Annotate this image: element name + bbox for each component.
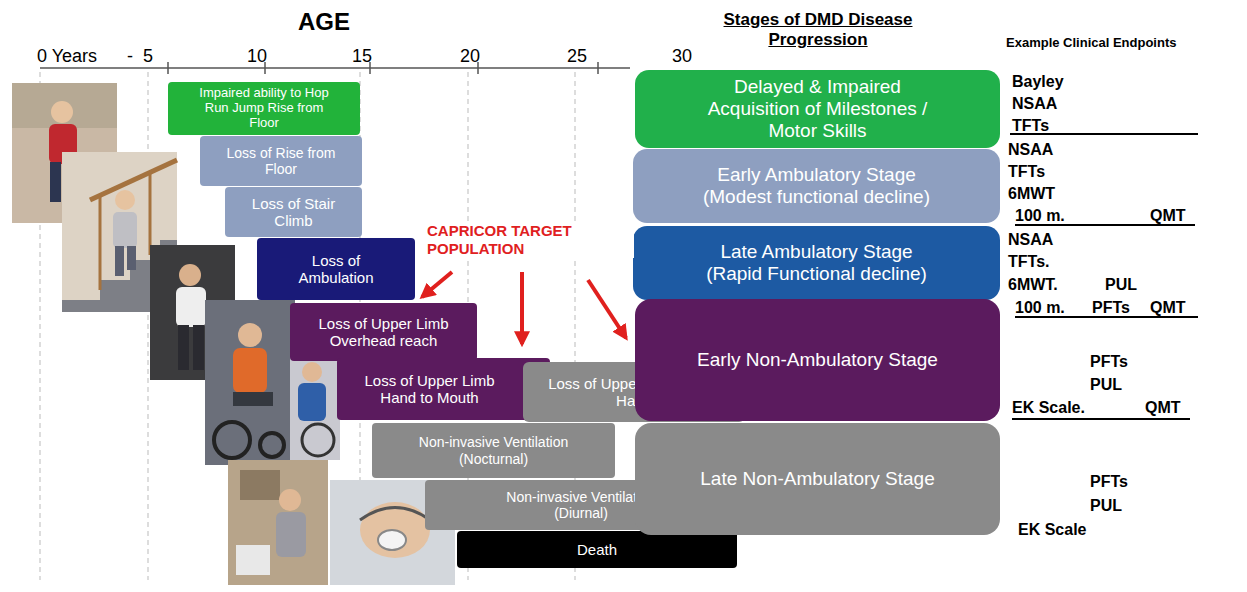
stage-box: Delayed & Impaired Acquisition of Milest… <box>635 70 1000 148</box>
endpoint-label: TFTs <box>1008 162 1045 181</box>
endpoint-label: QMT <box>1145 398 1181 417</box>
axis-tick-label: - <box>127 46 133 68</box>
axis-tick-label: 20 <box>460 46 480 68</box>
node-text: Loss of Rise from Floor <box>224 145 339 177</box>
callout-text: CAPRICOR TARGET POPULATION <box>425 222 634 258</box>
endpoint-label: QMT <box>1150 206 1186 225</box>
photo-wheelchair-boy <box>205 300 295 465</box>
endpoint-label: PUL <box>1105 275 1137 294</box>
endpoint-label: PFTs <box>1092 298 1130 317</box>
milestone-bar: Death <box>457 531 737 568</box>
node-text: Death <box>577 541 617 558</box>
axis-tick-label: 0 Years <box>37 46 97 68</box>
endpoint-label: TFTs. <box>1008 252 1049 271</box>
endpoint-label: PUL <box>1090 375 1122 394</box>
node-text: Late Ambulatory Stage (Rapid Functional … <box>692 241 942 285</box>
endpoint-label: EK Scale <box>1018 520 1086 539</box>
node-text: Loss of Upper Limb Hand to Mouth <box>350 372 510 407</box>
milestone-bar: Impaired ability to Hop Run Jump Rise fr… <box>168 82 360 135</box>
endpoint-label: 100 m. <box>1015 298 1065 317</box>
milestone-bar: Loss of Rise from Floor <box>200 136 362 186</box>
milestone-bar: Loss of Ambulation <box>257 238 415 300</box>
axis-title: AGE <box>298 8 350 37</box>
milestone-bar: Non-invasive Ventilation (Nocturnal) <box>372 423 615 478</box>
endpoint-label: 6MWT. <box>1008 275 1058 294</box>
stage-box: Late Non-Ambulatory Stage <box>635 423 1000 535</box>
photo-wheelchair-user <box>290 345 340 460</box>
photo-ventilation-seated <box>228 460 328 585</box>
axis-tick-label: 30 <box>672 46 692 68</box>
column-heading: Example Clinical Endpoints <box>1006 35 1176 51</box>
stage-box: Early Non-Ambulatory Stage <box>635 299 1000 421</box>
node-text: Early Ambulatory Stage (Modest functiona… <box>684 164 949 208</box>
node-text: Delayed & Impaired Acquisition of Milest… <box>690 76 945 142</box>
node-text: Early Non-Ambulatory Stage <box>697 349 938 371</box>
stage-box: Early Ambulatory Stage (Modest functiona… <box>633 149 1000 223</box>
endpoint-label: QMT <box>1150 298 1186 317</box>
endpoint-label: NSAA <box>1012 94 1057 113</box>
node-text: Loss of Upper Limb Overhead reach <box>301 315 466 350</box>
endpoint-label: NSAA <box>1008 140 1053 159</box>
node-text: Impaired ability to Hop Run Jump Rise fr… <box>197 86 332 131</box>
endpoint-label: PUL <box>1090 496 1122 515</box>
node-text: Loss of Ambulation <box>286 252 386 287</box>
node-text: Late Non-Ambulatory Stage <box>700 468 934 490</box>
axis-tick-label: 25 <box>567 46 587 68</box>
axis-tick-label: 5 <box>143 46 153 68</box>
endpoint-label: EK Scale. <box>1012 398 1085 417</box>
endpoint-label: 6MWT <box>1008 184 1055 203</box>
endpoint-label: PFTs <box>1090 352 1128 371</box>
endpoint-label: 100 m. <box>1015 206 1065 225</box>
endpoint-label: NSAA <box>1008 230 1053 249</box>
milestone-bar: Loss of Upper Limb Hand to Mouth <box>337 358 550 420</box>
milestone-bar: Loss of Stair Climb <box>225 187 362 237</box>
column-heading: Stages of DMD Disease Progression <box>690 10 946 51</box>
endpoint-label: PFTs <box>1090 472 1128 491</box>
endpoint-label: TFTs <box>1012 116 1049 135</box>
stage-box: Late Ambulatory Stage (Rapid Functional … <box>633 226 1000 300</box>
endpoint-label: Bayley <box>1012 72 1064 91</box>
node-text: Loss of Stair Climb <box>244 195 344 230</box>
milestone-bar: Loss of Upper Limb Overhead reach <box>290 303 477 361</box>
axis-tick-label: 15 <box>352 46 372 68</box>
node-text: Non-invasive Ventilation (Nocturnal) <box>406 434 581 466</box>
axis-tick-label: 10 <box>247 46 267 68</box>
